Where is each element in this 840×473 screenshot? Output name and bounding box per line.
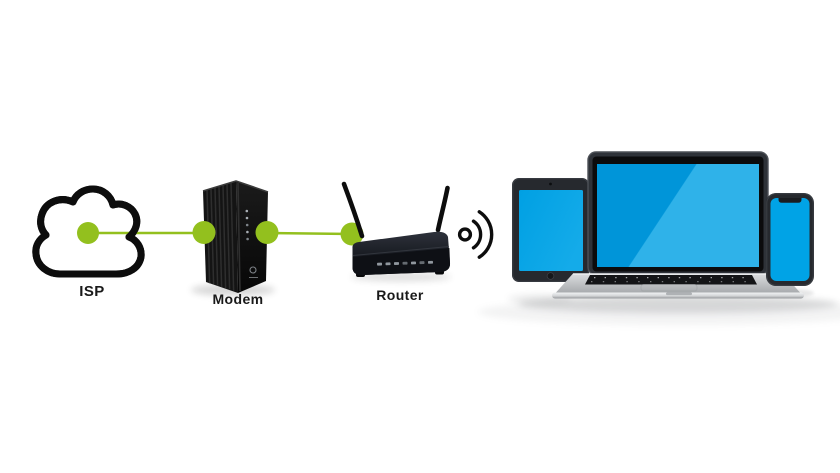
laptop-screen bbox=[597, 164, 759, 267]
tablet-screen bbox=[519, 190, 583, 271]
modem-vents bbox=[206, 182, 235, 291]
modem-green-dot-right bbox=[255, 221, 279, 244]
tablet-camera-dot bbox=[549, 182, 552, 186]
router-antenna-left bbox=[341, 181, 365, 239]
isp-label: ISP bbox=[79, 283, 104, 300]
router-antenna-right bbox=[435, 185, 450, 233]
device-shadows bbox=[478, 289, 840, 325]
tablet-icon bbox=[512, 178, 589, 282]
laptop-icon bbox=[552, 151, 804, 299]
isp-node bbox=[32, 185, 204, 278]
laptop-thumb-notch bbox=[666, 292, 692, 296]
smartphone-icon bbox=[766, 193, 814, 286]
laptop-front-lip bbox=[552, 292, 804, 299]
phone-screen bbox=[770, 198, 810, 281]
modem-label: Modem bbox=[213, 291, 264, 307]
wifi-signal-icon bbox=[457, 210, 494, 259]
router-label: Router bbox=[376, 287, 424, 303]
connection-line-modem-router bbox=[266, 231, 353, 236]
modem-node bbox=[191, 180, 353, 296]
phone-notch bbox=[778, 198, 802, 203]
laptop-trackpad bbox=[640, 284, 698, 292]
modem-logo bbox=[249, 266, 258, 278]
router-front-face bbox=[352, 248, 451, 276]
tablet-home-button bbox=[546, 272, 555, 280]
router-icon bbox=[341, 181, 451, 277]
laptop-keyboard bbox=[585, 275, 757, 285]
router-node bbox=[340, 181, 451, 282]
isp-green-dot bbox=[77, 222, 99, 244]
modem-green-dot-left bbox=[192, 221, 216, 244]
router-shadow bbox=[351, 272, 451, 282]
cloud-icon-outline-overlay bbox=[32, 185, 145, 278]
modem-icon bbox=[202, 180, 269, 293]
router-indicator-lights bbox=[377, 260, 434, 266]
modem-led-lights bbox=[245, 209, 249, 241]
